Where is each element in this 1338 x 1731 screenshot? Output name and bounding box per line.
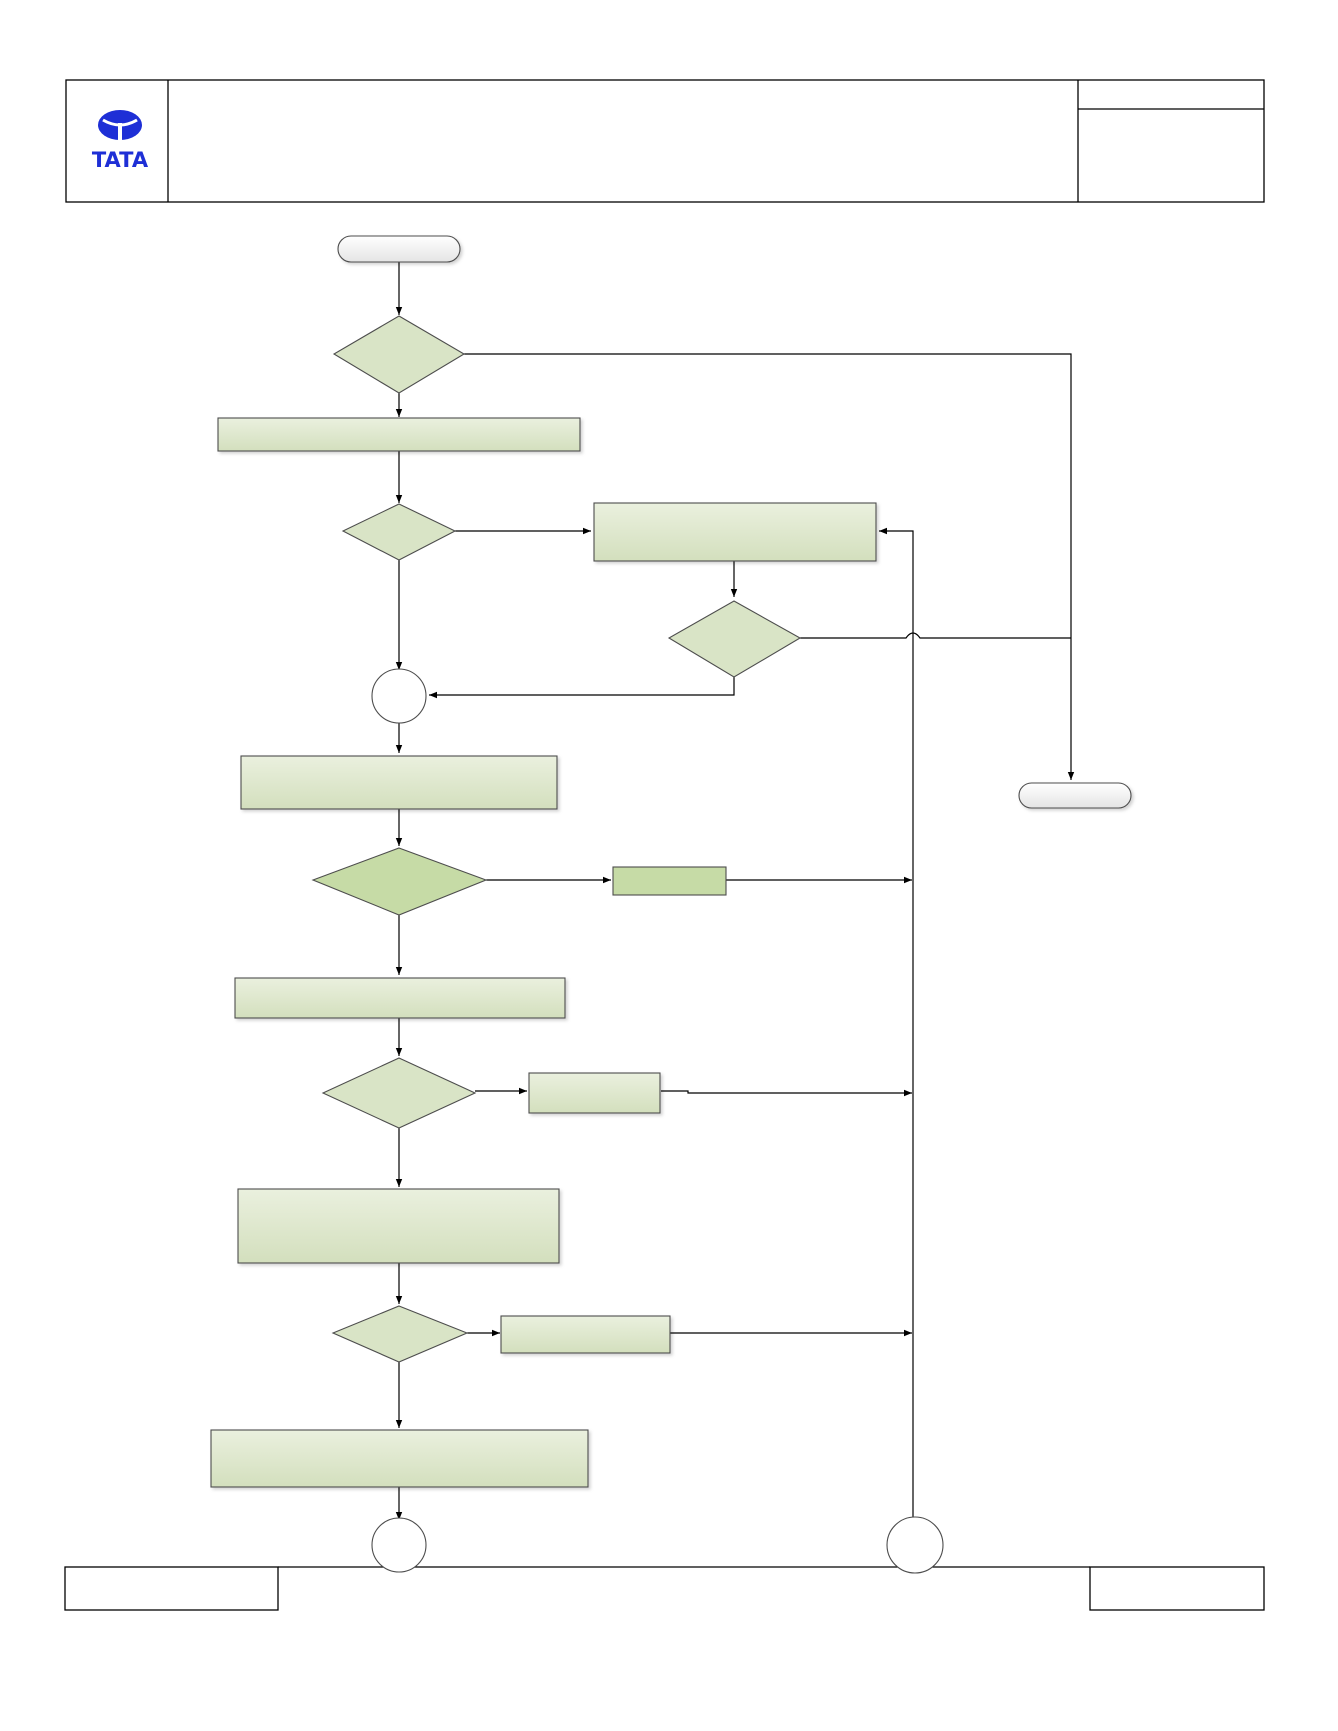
footer-right-cell [1089, 1566, 1265, 1611]
decision-1 [332, 315, 466, 394]
edge-decision-3-to-end [800, 632, 1071, 639]
decision-3 [667, 600, 802, 678]
decision-4 [311, 847, 488, 916]
connector-2 [371, 1517, 427, 1573]
decision-5 [321, 1057, 477, 1129]
process-1 [217, 417, 581, 452]
terminal-start [337, 235, 461, 263]
process-2 [593, 502, 877, 562]
edge-process-6-to-return [661, 1089, 912, 1097]
flow-nodes [210, 235, 1132, 1574]
process-3 [240, 755, 558, 810]
tata-emblem-icon [98, 110, 142, 141]
process-9 [210, 1429, 589, 1488]
process-5 [234, 977, 566, 1019]
connector-3 [886, 1516, 944, 1574]
process-6 [528, 1072, 661, 1114]
flow-lines [395, 262, 1075, 1520]
process-7 [237, 1188, 560, 1264]
process-4 [612, 866, 727, 896]
header-block [65, 79, 1265, 203]
decision-2 [341, 503, 457, 561]
terminal-end [1018, 782, 1132, 809]
connector-1 [371, 668, 427, 724]
footer-left-cell [64, 1566, 279, 1611]
edge-decision-3-to-connector-1 [429, 674, 735, 699]
process-8 [500, 1315, 671, 1354]
tata-wordmark: TATA [92, 148, 149, 172]
edge-return-to-process-2 [879, 527, 914, 1518]
tata-logo: TATA [92, 110, 149, 172]
decision-6 [331, 1305, 469, 1363]
footer-block [64, 1566, 1265, 1611]
